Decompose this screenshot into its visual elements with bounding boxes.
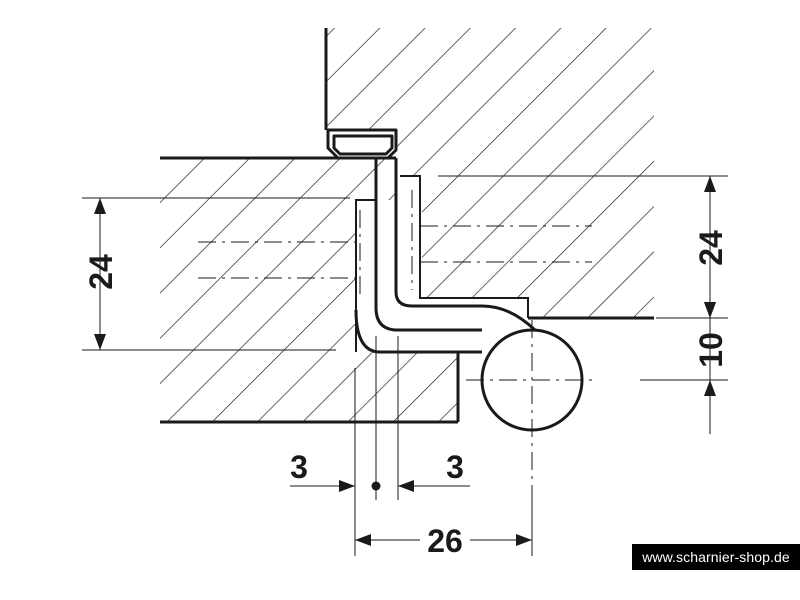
dim-label-width-26: 26 — [427, 523, 463, 559]
watermark-label: www.scharnier-shop.de — [632, 544, 800, 570]
rebate-pocket — [355, 175, 529, 352]
dim-label-right-10: 10 — [693, 332, 729, 368]
dim-label-gap-right-3: 3 — [446, 449, 464, 485]
dim-label-gap-left-3: 3 — [290, 449, 308, 485]
dimension-arrows — [94, 176, 716, 546]
hinge-bracket — [326, 128, 537, 354]
dim-label-left-24: 24 — [83, 254, 119, 290]
dim-label-right-24: 24 — [693, 230, 729, 266]
center-lines — [198, 190, 598, 500]
